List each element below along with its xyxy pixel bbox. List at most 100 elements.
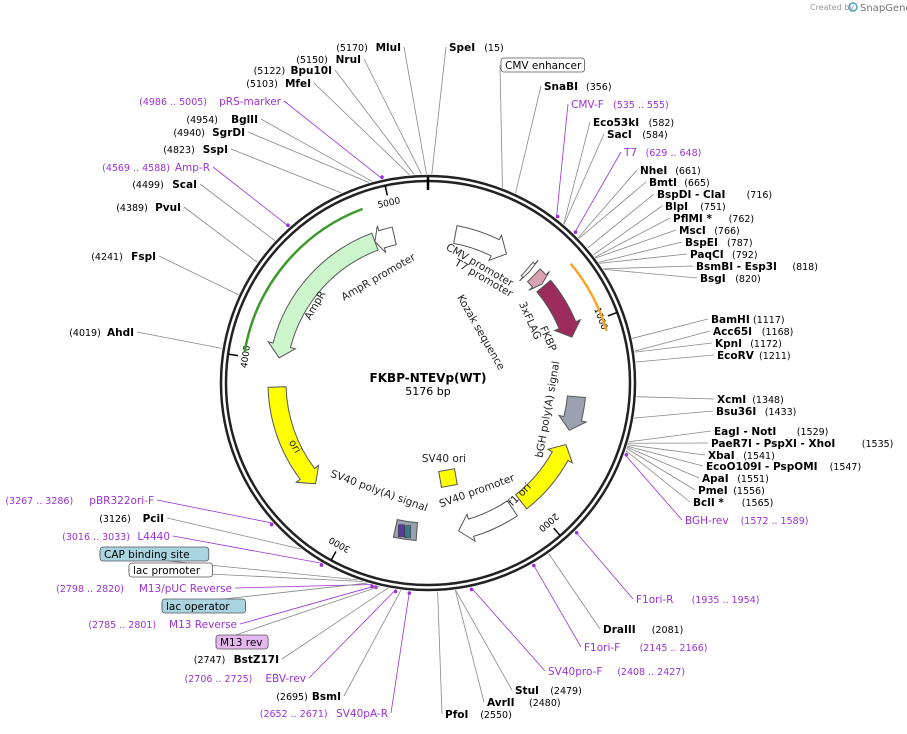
boxed-label-m13-rev: M13 rev	[220, 637, 263, 649]
primer-site-t7	[573, 230, 578, 234]
enzyme-name: StuI	[515, 685, 539, 697]
primer-leader-pbr322ori-f	[156, 499, 274, 524]
primer-name: M13/pUC Reverse	[139, 583, 232, 595]
enzyme-position: (2747)	[194, 655, 226, 666]
boxed-leader-cmv-enhancer	[499, 64, 503, 188]
enzyme-ahdi: AhdI(4019)	[69, 327, 134, 339]
feature-ori	[267, 386, 320, 485]
enzyme-leader-bmti	[578, 181, 647, 239]
backbone	[219, 174, 637, 592]
feature-label-3xflag: 3xFLAG	[516, 300, 543, 342]
enzyme-bsu36i: Bsu36I(1433)	[716, 406, 796, 418]
primer-name: T7	[623, 147, 637, 159]
primer-position: (3016 .. 3033)	[62, 532, 130, 543]
primer-position: (4569 .. 4588)	[102, 163, 170, 174]
enzyme-bglii: BglII(4954)	[186, 114, 258, 126]
primer-site-prs-marker	[380, 175, 384, 179]
enzyme-msci: MscI(766)	[679, 225, 740, 237]
backbone-outer-strand	[219, 174, 637, 592]
primer-leader-bgh-rev	[624, 453, 683, 521]
enzyme-avrii: AvrII(2480)	[487, 697, 561, 709]
enzyme-name: MluI	[376, 42, 401, 54]
primer-position: (2785 .. 2801)	[88, 620, 156, 631]
enzyme-apai: ApaI(1551)	[702, 473, 769, 485]
enzyme-pcii: PciI(3126)	[99, 513, 164, 525]
enzyme-leader-pfoi	[437, 591, 443, 715]
primer-leader-sv40pa-r	[390, 591, 410, 714]
enzyme-leader-spei	[431, 46, 447, 175]
enzyme-position: (2081)	[652, 625, 684, 636]
enzyme-leader-scai	[199, 183, 276, 242]
enzyme-eco53ki: Eco53kI(582)	[593, 117, 674, 129]
enzyme-bpu10i: Bpu10I(5122)	[254, 65, 332, 77]
enzyme-position: (15)	[484, 43, 504, 54]
primer-position: (535 .. 555)	[613, 100, 669, 111]
feature-label-sv40-poly-a-signal: SV40 poly(A) signal	[329, 468, 429, 514]
enzyme-bcli: BclI *(1565)	[693, 497, 773, 509]
enzyme-leader-bcli	[625, 450, 691, 503]
enzyme-position: (787)	[727, 238, 753, 249]
enzyme-name: Bsu36I	[716, 406, 756, 418]
primer-position: (4986 .. 5005)	[139, 97, 207, 108]
enzyme-position: (356)	[586, 82, 612, 93]
enzyme-xcmi: XcmI(1348)	[717, 394, 784, 406]
enzyme-position: (661)	[675, 166, 701, 177]
credit-brand: SnapGene	[860, 3, 907, 14]
sv40-polya-block-2	[398, 524, 405, 537]
tick-5000	[384, 185, 389, 196]
enzyme-saci: SacI(584)	[607, 129, 668, 141]
primer-m13-puc-reverse: M13/pUC Reverse(2798 .. 2820)	[56, 583, 232, 595]
tick-4000	[227, 353, 239, 357]
feature-arrows	[267, 225, 588, 543]
tick-label-4000: 4000	[240, 344, 253, 368]
primer-sv40pa-r: SV40pA-R(2652 .. 2671)	[260, 708, 388, 720]
enzyme-leader-apai	[626, 446, 700, 479]
enzyme-name: NheI	[640, 165, 667, 177]
enzyme-name: AhdI	[107, 327, 134, 339]
enzyme-bsgi: BsgI(820)	[700, 273, 761, 285]
enzyme-position: (4499)	[132, 180, 164, 191]
enzyme-position: (4954)	[186, 115, 218, 126]
enzyme-leader-sspi	[230, 148, 342, 194]
enzyme-leader-pmei	[626, 448, 696, 491]
enzyme-sgrdi: SgrDI(4940)	[173, 127, 245, 139]
enzyme-eagi-noti: EagI - NotI(1529)	[714, 426, 828, 438]
enzyme-leader-eagi-noti	[628, 430, 712, 443]
feature-sv40-ori	[438, 468, 458, 488]
enzyme-name: DraIII	[603, 624, 636, 636]
enzyme-position: (1529)	[797, 427, 829, 438]
enzyme-position: (2479)	[550, 686, 582, 697]
feature-ampr	[267, 232, 379, 359]
enzyme-position: (1551)	[737, 474, 769, 485]
enzyme-ecorv: EcoRV (1211)	[717, 350, 791, 362]
credit: Created by SnapGene	[810, 2, 907, 14]
enzyme-leader-bamhi	[632, 318, 709, 339]
enzyme-leader-acc65i	[634, 330, 711, 352]
feature-ampr-promoter	[374, 225, 397, 253]
enzyme-leader-ahdi	[136, 331, 222, 349]
enzyme-name: MfeI	[285, 78, 311, 90]
primer-site-f1ori-f	[532, 563, 536, 568]
enzyme-leader-pvui	[183, 206, 258, 263]
enzyme-leader-xcmi	[636, 396, 715, 400]
enzyme-position: (1211)	[759, 351, 791, 362]
enzyme-name: SacI	[607, 129, 632, 141]
enzyme-name: SnaBI	[544, 81, 578, 93]
primer-site-amp-r	[286, 223, 290, 227]
enzyme-name: EcoRV	[717, 350, 755, 362]
enzyme-position: (766)	[714, 226, 740, 237]
primer-name: F1ori-F	[584, 642, 620, 654]
enzyme-position: (665)	[684, 178, 710, 189]
enzyme-leader-mfei	[313, 82, 410, 176]
primer-name: F1ori-R	[636, 594, 673, 606]
enzyme-bsmbi-esp3i: BsmBI - Esp3I(818)	[696, 261, 818, 273]
enzyme-leader-pflmi	[594, 217, 671, 258]
boxed-label-bg-lac-promoter	[128, 562, 213, 578]
enzyme-leader-bspei	[598, 241, 683, 263]
primer-f1ori-r: F1ori-R(1935 .. 1954)	[636, 594, 759, 606]
enzyme-leader-snabi	[515, 85, 542, 194]
boxed-label-bg-cap-binding-site	[99, 546, 210, 562]
enzyme-position: (1541)	[743, 451, 775, 462]
feature-fkbp	[536, 279, 582, 338]
primer-leader-sv40pro-f	[470, 587, 546, 672]
